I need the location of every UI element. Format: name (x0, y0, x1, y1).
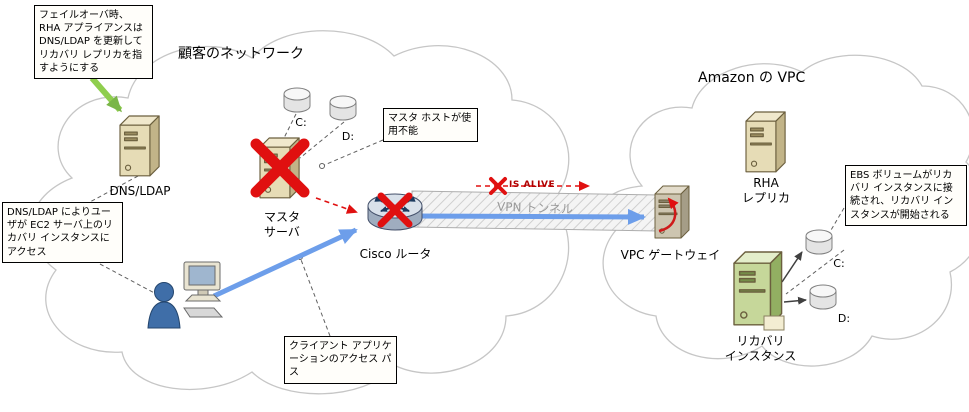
router-error-x-icon (377, 192, 413, 228)
connector-clientnote-to-path (299, 256, 331, 337)
attach-arrow-diskC (781, 251, 803, 283)
label-is-alive: IS ALIVE (509, 180, 556, 190)
label-vpn-tunnel: VPN トンネル (496, 199, 574, 217)
disk-c-left-icon (283, 87, 311, 113)
label-disk-d-right: D: (837, 312, 851, 325)
connector-dns-to-note (89, 175, 139, 203)
gateway-replication-swoosh-icon (658, 197, 679, 233)
access-path-arrow-router-gateway (411, 208, 646, 225)
note-ebs: EBS ボリュームがリカバリ インスタンスに接続され、リカバリ インスタンスが開… (845, 165, 967, 226)
label-disk-d-left: D: (341, 130, 355, 143)
label-disk-c-right: C: (833, 257, 845, 270)
note-master-down: マスタ ホストが使用不能 (383, 108, 478, 143)
note-dns-access: DNS/LDAP によりユーザが EC2 サーバ上のリカバリ インスタンスにアク… (2, 202, 123, 263)
connector-endpoint (319, 163, 325, 169)
dns-ldap-server-icon (119, 115, 160, 177)
client-workstation-icon (147, 261, 224, 329)
note-client-path: クライアント アプリケーションのアクセス パス (284, 336, 397, 384)
keepalive-error-x-icon (489, 177, 507, 195)
dns-update-arrow (89, 76, 123, 113)
disk-c-right-icon (805, 229, 833, 255)
label-rha-replica: RHA レプリカ (741, 176, 790, 205)
label-dns-ldap: DNS/LDAP (109, 184, 171, 198)
recovery-instance-icon (733, 251, 783, 326)
label-vpc-gateway: VPC ゲートウェイ (620, 248, 721, 262)
label-disk-c-left: C: (295, 116, 307, 129)
connector-note-to-client (99, 263, 161, 297)
failed-link-master-to-router (315, 197, 358, 214)
connector-diskD-to-master (299, 121, 345, 159)
attach-arrow-diskD (783, 296, 807, 305)
customer-network-title: 顧客のネットワーク (178, 46, 304, 62)
rha-replica-server-icon (745, 111, 786, 173)
disk-d-left-icon (329, 95, 357, 121)
label-master-server: マスタ サーバ (263, 210, 300, 239)
master-error-x-icon (250, 138, 310, 198)
note-failover: フェイルオーバ時、RHA アプライアンスは DNS/LDAP を更新してリカバリ… (34, 5, 153, 79)
label-recovery-instance: リカバリ インスタンス (724, 334, 797, 363)
connector-ebsnote-to-instance (785, 249, 845, 295)
label-cisco-router: Cisco ルータ (359, 247, 432, 261)
amazon-vpc-title: Amazon の VPC (698, 70, 806, 86)
connector-diskC-to-master (281, 113, 297, 143)
access-path-arrow-client-router (212, 227, 358, 299)
recovery-instance-tray-icon (763, 315, 785, 331)
disk-d-right-icon (809, 284, 837, 310)
amazon-vpc-cloud (602, 54, 969, 367)
